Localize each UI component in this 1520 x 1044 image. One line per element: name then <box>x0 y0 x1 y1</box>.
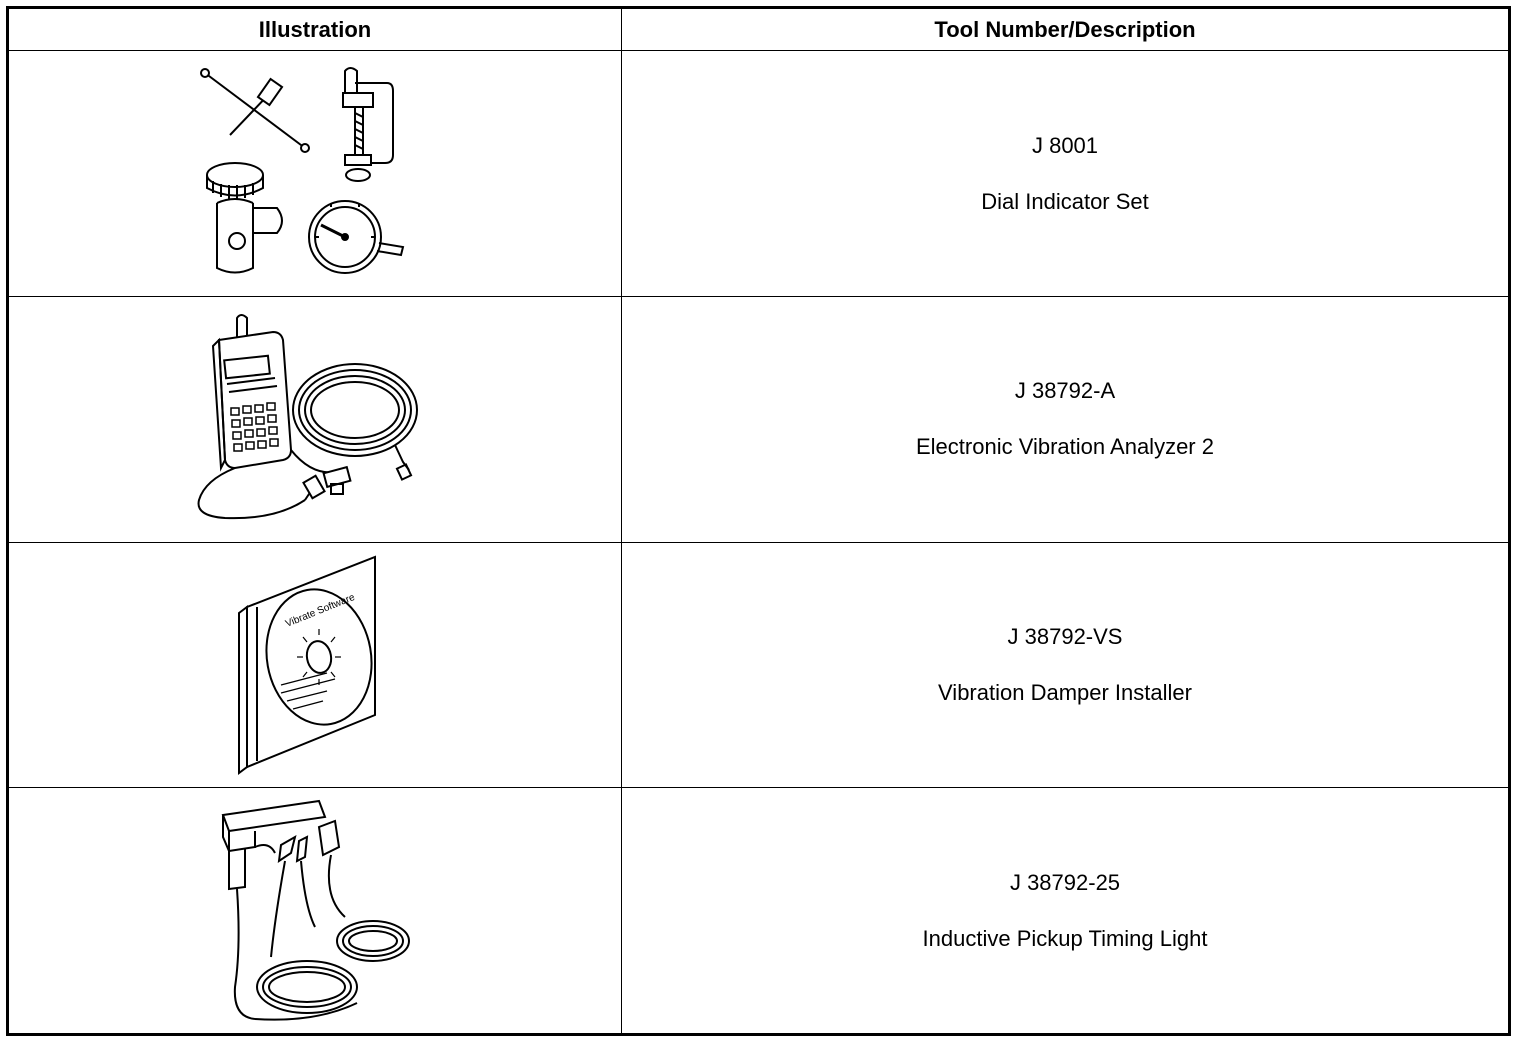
tool-description-cell: J 38792-VS Vibration Damper Installer <box>621 541 1510 789</box>
tool-name: Inductive Pickup Timing Light <box>922 925 1208 951</box>
header-tool-description: Tool Number/Description <box>621 6 1510 52</box>
header-illustration: Illustration <box>7 6 622 52</box>
tool-number: J 38792-A <box>1014 378 1116 404</box>
dial-indicator-set-illustration <box>200 66 405 274</box>
software-cd-illustration: Vibrate Software <box>238 555 376 776</box>
table-row: Vibrate Software J 38792-VS Vibration Da… <box>7 541 1510 789</box>
illustration-cell <box>7 296 622 543</box>
tool-description-cell: J 38792-A Electronic Vibration Analyzer … <box>621 296 1510 543</box>
tool-name: Electronic Vibration Analyzer 2 <box>916 434 1214 460</box>
table-row: J 8001 Dial Indicator Set <box>7 50 1510 298</box>
table-row: J 38792-25 Inductive Pickup Timing Light <box>7 787 1510 1035</box>
tool-description-cell: J 38792-25 Inductive Pickup Timing Light <box>621 787 1510 1035</box>
table-row: J 38792-A Electronic Vibration Analyzer … <box>7 296 1510 543</box>
tool-name: Vibration Damper Installer <box>938 680 1192 706</box>
illustration-cell <box>7 787 622 1035</box>
vibration-analyzer-illustration <box>197 314 418 520</box>
table-header-row: Illustration Tool Number/Description <box>7 6 1510 52</box>
illustration-cell <box>7 50 622 298</box>
timing-light-illustration <box>221 799 410 1021</box>
special-tools-table: Illustration Tool Number/Description <box>6 6 1511 1036</box>
tool-name: Dial Indicator Set <box>981 188 1149 214</box>
tool-number: J 38792-VS <box>1007 624 1123 650</box>
tool-number: J 8001 <box>1031 132 1099 158</box>
tool-description-cell: J 8001 Dial Indicator Set <box>621 50 1510 298</box>
tool-number: J 38792-25 <box>1009 869 1121 895</box>
illustration-cell: Vibrate Software <box>7 541 622 789</box>
